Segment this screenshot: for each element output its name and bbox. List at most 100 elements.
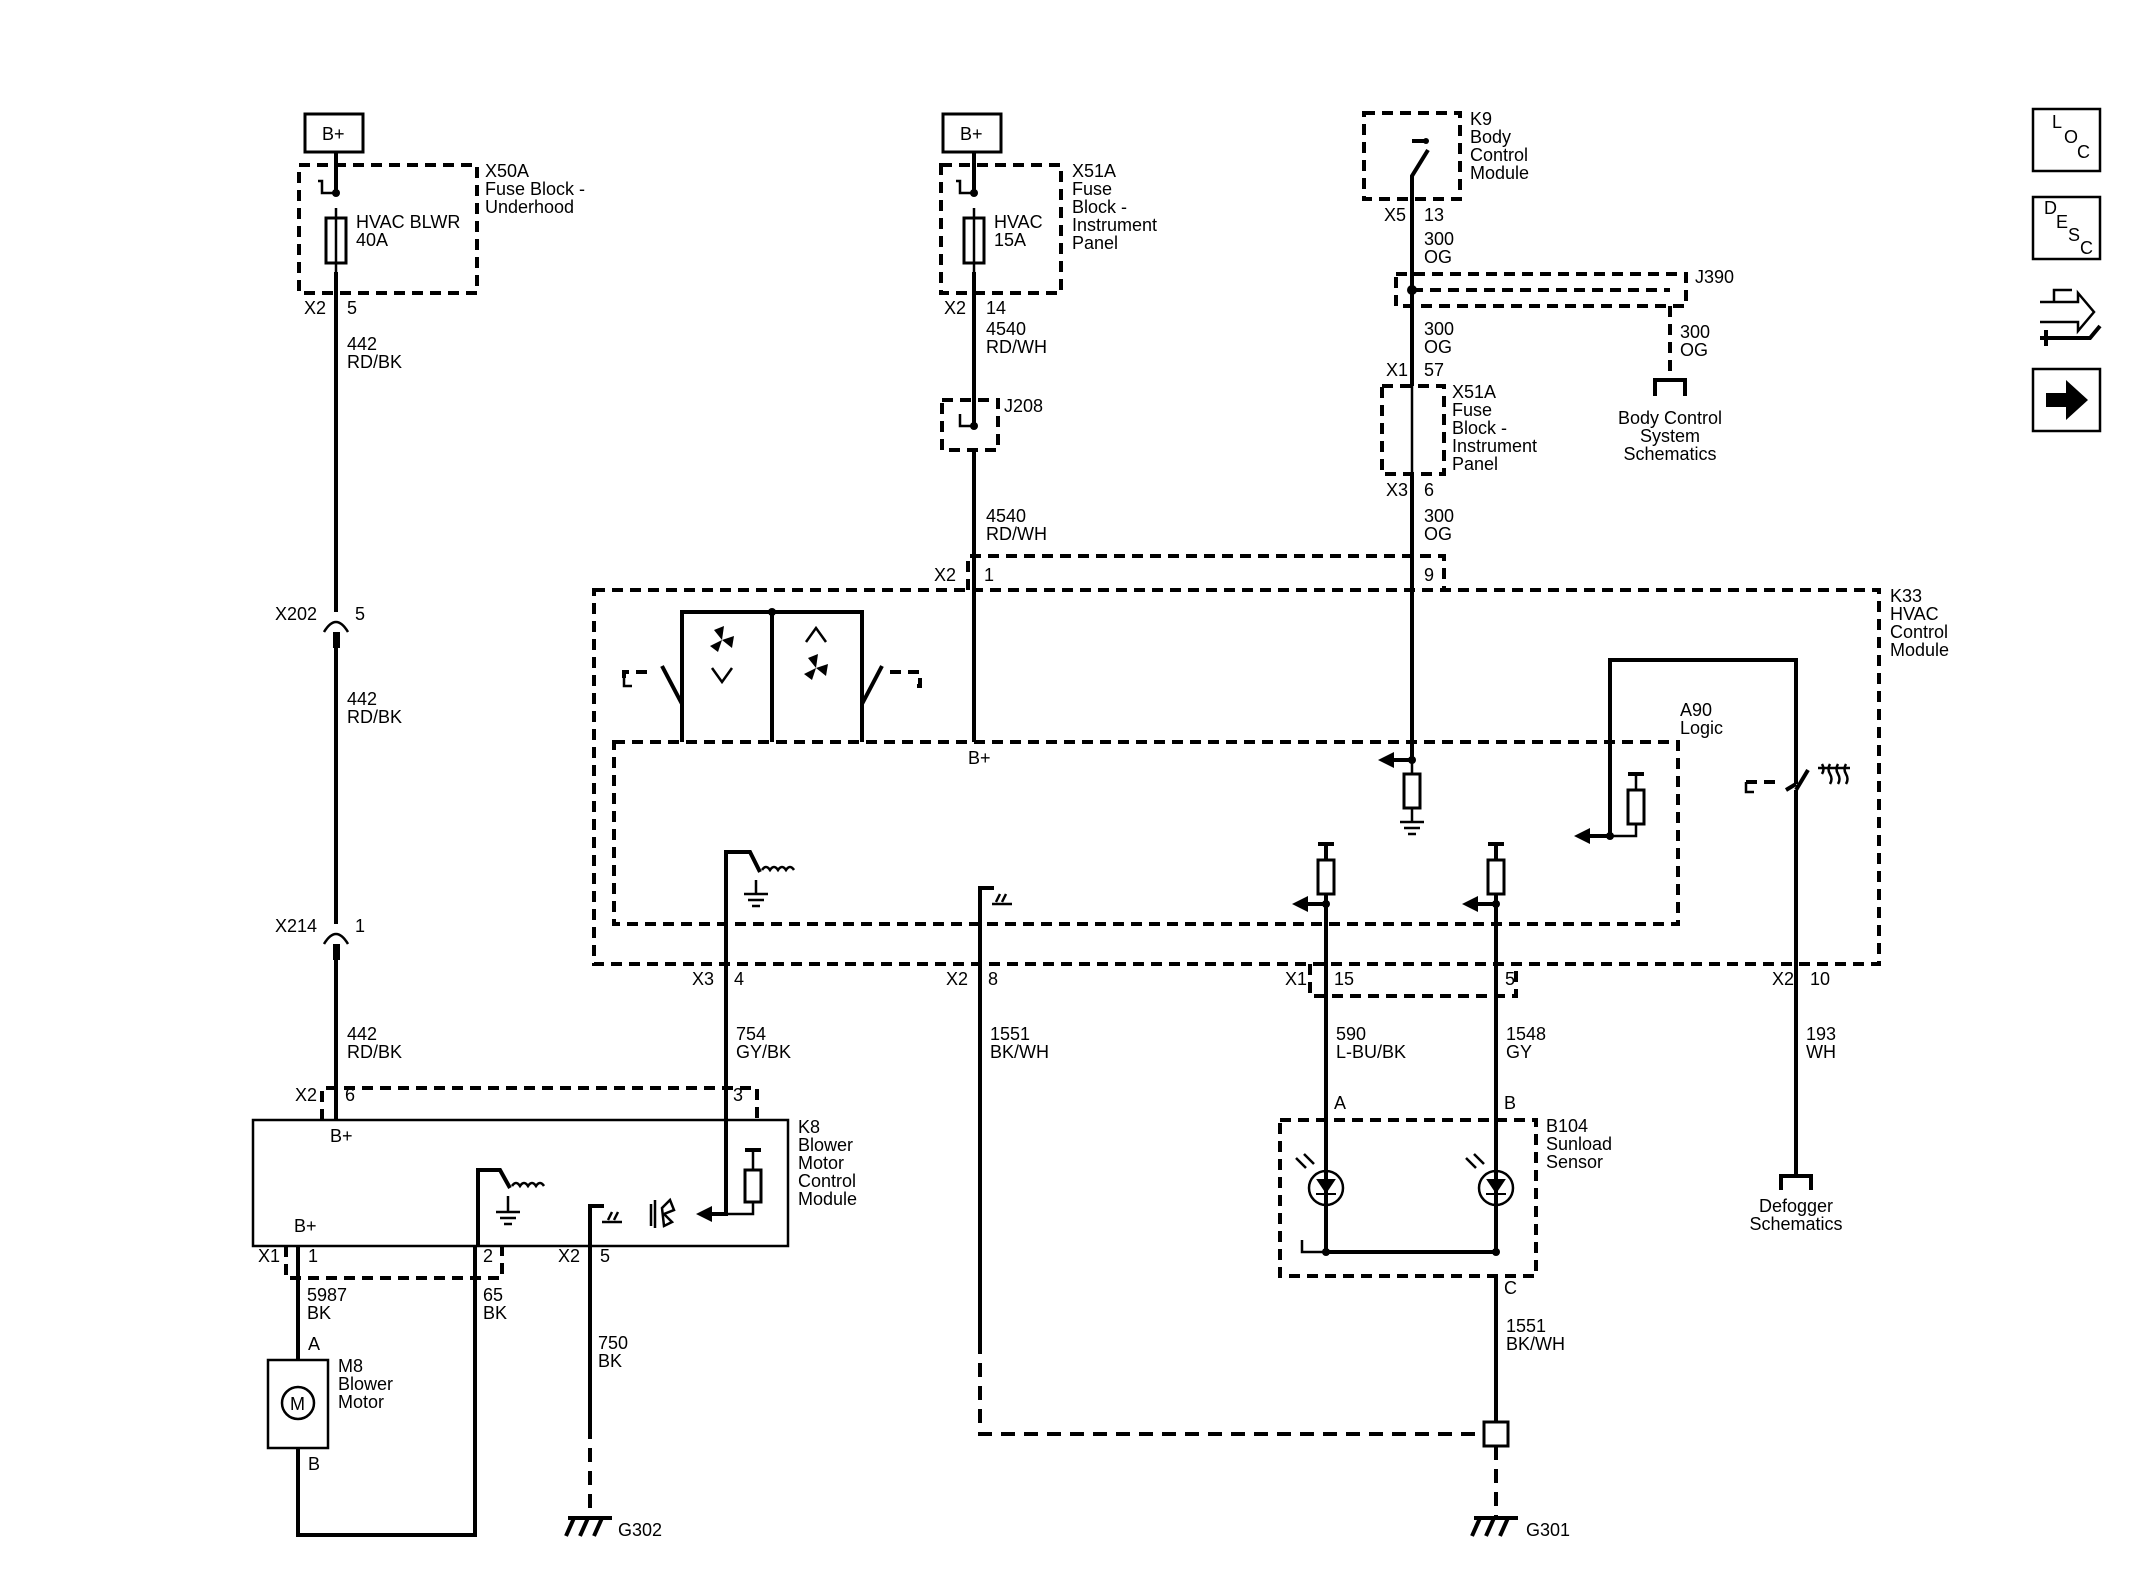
svg-text:J208: J208 [1004, 396, 1043, 416]
svg-text:1: 1 [984, 565, 994, 585]
svg-text:Schematics: Schematics [1749, 1214, 1842, 1234]
svg-text:HVAC: HVAC [1890, 604, 1939, 624]
desc-button[interactable]: D E S C [2031, 195, 2102, 261]
svg-text:M: M [290, 1394, 305, 1414]
svg-text:300: 300 [1424, 506, 1454, 526]
blower-speed-switches [622, 608, 922, 742]
svg-text:BK: BK [598, 1351, 622, 1371]
svg-text:Instrument: Instrument [1072, 215, 1157, 235]
svg-text:Blower: Blower [798, 1135, 853, 1155]
svg-text:GY: GY [1506, 1042, 1532, 1062]
svg-text:X50A: X50A [485, 161, 529, 181]
svg-text:X2: X2 [304, 298, 326, 318]
svg-text:590: 590 [1336, 1024, 1366, 1044]
wire-label-750: 750 BK [598, 1333, 628, 1371]
wire-label-300-a: 300 OG [1424, 229, 1454, 267]
wire-label-754: 754 GY/BK [736, 1024, 791, 1062]
svg-text:Module: Module [798, 1189, 857, 1209]
svg-text:X2: X2 [1772, 969, 1794, 989]
wire-label-1551-a: 1551 BK/WH [990, 1024, 1049, 1062]
svg-text:Motor: Motor [338, 1392, 384, 1412]
svg-text:B+: B+ [968, 748, 991, 768]
svg-text:Control: Control [1470, 145, 1528, 165]
svg-text:Panel: Panel [1072, 233, 1118, 253]
defogger-icon [1818, 763, 1850, 785]
connector-k33-x1 [1308, 964, 1518, 998]
svg-text:BK/WH: BK/WH [1506, 1334, 1565, 1354]
svg-text:RD/BK: RD/BK [347, 707, 402, 727]
svg-text:L: L [2052, 112, 2062, 132]
defogger-schematics-link[interactable]: Defogger Schematics [1749, 1174, 1843, 1234]
svg-text:300: 300 [1424, 229, 1454, 249]
fuse-block-x50a: X50A Fuse Block - Underhood HVAC BLWR 40… [297, 152, 585, 318]
svg-text:4: 4 [734, 969, 744, 989]
svg-text:Fuse Block -: Fuse Block - [485, 179, 585, 199]
svg-text:10: 10 [1810, 969, 1830, 989]
svg-text:Block -: Block - [1072, 197, 1127, 217]
svg-text:Logic: Logic [1680, 718, 1723, 738]
diagnostic-tool-icon[interactable] [2040, 288, 2102, 346]
svg-text:2: 2 [483, 1246, 493, 1266]
wire-label-442-c: 442 RD/BK [347, 1024, 402, 1062]
fuse-block-x51a-mid: X1 57 X51A Fuse Block - Instrument Panel… [1380, 360, 1537, 500]
wire-label-300-d: 300 OG [1424, 506, 1454, 544]
ground-g301: G301 [1470, 1516, 1570, 1540]
svg-text:442: 442 [347, 689, 377, 709]
svg-text:OG: OG [1424, 247, 1452, 267]
svg-text:GY/BK: GY/BK [736, 1042, 791, 1062]
wire-65 [296, 1246, 477, 1537]
svg-text:RD/BK: RD/BK [347, 352, 402, 372]
svg-text:X2: X2 [934, 565, 956, 585]
svg-text:B+: B+ [322, 124, 345, 144]
svg-text:1: 1 [355, 916, 365, 936]
svg-text:X5: X5 [1384, 205, 1406, 225]
k33-ignition-input [1378, 590, 1424, 836]
svg-text:X51A: X51A [1072, 161, 1116, 181]
svg-text:B+: B+ [294, 1216, 317, 1236]
next-arrow-button[interactable] [2031, 367, 2102, 433]
battery-symbol-middle: B+ [941, 112, 1003, 154]
svg-text:4540: 4540 [986, 319, 1026, 339]
wire-label-590: 590 L-BU/BK [1336, 1024, 1406, 1062]
svg-text:C: C [2080, 238, 2093, 258]
svg-text:Module: Module [1470, 163, 1529, 183]
svg-text:Block -: Block - [1452, 418, 1507, 438]
wire-label-65: 65 BK [483, 1285, 507, 1323]
wire-label-442-a: 442 RD/BK [347, 334, 402, 372]
svg-text:Body: Body [1470, 127, 1511, 147]
svg-text:6: 6 [345, 1085, 355, 1105]
wire-label-300-b: 300 OG [1424, 319, 1454, 357]
svg-text:X2: X2 [944, 298, 966, 318]
svg-text:X2: X2 [558, 1246, 580, 1266]
svg-text:G301: G301 [1526, 1520, 1570, 1540]
svg-text:BK: BK [483, 1303, 507, 1323]
svg-text:Fuse: Fuse [1452, 400, 1492, 420]
svg-text:X202: X202 [275, 604, 317, 624]
wire-label-5987: 5987 BK [307, 1285, 347, 1323]
hvac-control-module-k33: X2 1 9 K33 HVAC Control Module A90 Logic… [592, 554, 1949, 966]
svg-text:5: 5 [600, 1246, 610, 1266]
splice-j390: J390 [1394, 267, 1734, 308]
svg-text:300: 300 [1424, 319, 1454, 339]
svg-text:C: C [2077, 142, 2090, 162]
splice-j208: J208 [940, 396, 1043, 452]
svg-text:Control: Control [798, 1171, 856, 1191]
svg-text:System: System [1640, 426, 1700, 446]
connector-x214: X214 1 [275, 916, 365, 960]
svg-text:6: 6 [1424, 480, 1434, 500]
svg-text:S: S [2068, 225, 2080, 245]
svg-text:40A: 40A [356, 230, 388, 250]
svg-text:OG: OG [1424, 524, 1452, 544]
k33-a90-logic-feed [1574, 658, 1798, 844]
svg-text:Module: Module [1890, 640, 1949, 660]
loc-button[interactable]: L O C [2031, 107, 2102, 173]
svg-text:Schematics: Schematics [1623, 444, 1716, 464]
svg-text:X51A: X51A [1452, 382, 1496, 402]
body-control-schematics-link[interactable]: Body Control System Schematics [1618, 378, 1722, 464]
svg-text:13: 13 [1424, 205, 1444, 225]
svg-text:57: 57 [1424, 360, 1444, 380]
svg-text:M8: M8 [338, 1356, 363, 1376]
svg-text:B: B [1504, 1093, 1516, 1113]
svg-text:X1: X1 [1386, 360, 1408, 380]
svg-text:442: 442 [347, 334, 377, 354]
